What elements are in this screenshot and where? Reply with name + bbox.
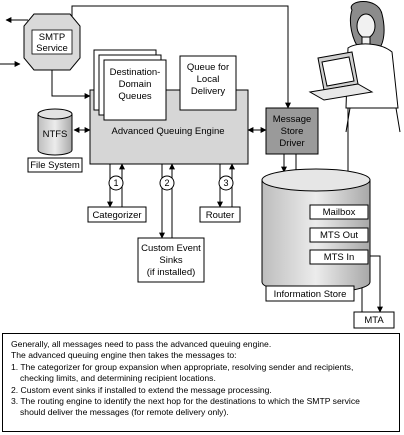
queuing-diagram: SMTP Service NTFS File System Destinatio… — [0, 1, 401, 329]
description-line-2: The advanced queuing engine then takes t… — [11, 350, 237, 361]
ntfs-label: NTFS — [43, 129, 68, 140]
ntfs-store-node: NTFS — [37, 108, 73, 156]
mts-out-box: MTS Out — [309, 227, 369, 243]
event-sinks-label-2: Sinks — [159, 255, 182, 266]
local-delivery-queue: Queue for Local Delivery — [179, 55, 237, 111]
step-1-marker: 1 — [108, 175, 124, 191]
mailbox-box: Mailbox — [309, 204, 369, 220]
mts-in-label: MTS In — [324, 252, 355, 263]
store-driver-label-3: Driver — [279, 138, 304, 149]
categorizer-label: Categorizer — [92, 210, 141, 221]
destination-domain-queues: Destination- Domain Queues — [93, 49, 167, 121]
store-driver-label-1: Message — [273, 114, 312, 125]
smtp-service-label-2: Service — [36, 43, 68, 54]
description-line-1: Generally, all messages need to pass the… — [11, 339, 272, 349]
mailbox-label: Mailbox — [323, 207, 356, 218]
description-panel: Generally, all messages need to pass the… — [2, 333, 400, 432]
categorizer-box: Categorizer — [87, 206, 147, 223]
mts-out-label: MTS Out — [320, 230, 358, 241]
mta-label: MTA — [364, 315, 384, 326]
file-system-box: File System — [27, 157, 83, 173]
event-sinks-label-3: (if installed) — [147, 267, 196, 278]
description-line-6: 3. The routing engine to identify the ne… — [11, 396, 360, 407]
step-3-label: 3 — [223, 178, 228, 188]
step-2-label: 2 — [164, 178, 169, 188]
domain-queues-label-2: Domain — [119, 79, 152, 90]
store-driver-label-2: Store — [281, 126, 304, 137]
smtp-service-node: SMTP Service — [23, 13, 81, 71]
event-sinks-label-1: Custom Event — [141, 243, 201, 254]
user-with-laptop-illustration — [308, 1, 401, 133]
description-line-4: checking limits, and determining recipie… — [20, 373, 216, 384]
information-store-label: Information Store — [274, 289, 347, 300]
domain-queues-label-1: Destination- — [110, 67, 161, 78]
mta-box: MTA — [353, 311, 395, 329]
step-3-marker: 3 — [218, 175, 234, 191]
description-line-7: should deliver the messages (for remote … — [20, 407, 229, 418]
local-queue-label-1: Queue for — [187, 62, 229, 73]
step-2-marker: 2 — [159, 175, 175, 191]
local-queue-label-2: Local — [197, 74, 220, 85]
router-box: Router — [199, 206, 241, 223]
local-queue-label-3: Delivery — [191, 86, 226, 97]
router-label: Router — [206, 210, 235, 221]
step-1-label: 1 — [113, 178, 118, 188]
mts-in-box: MTS In — [309, 249, 369, 265]
smtp-service-label-1: SMTP — [39, 32, 65, 43]
queuing-engine-label: Advanced Queuing Engine — [111, 126, 224, 137]
description-line-5: 2. Custom event sinks if installed to ex… — [11, 384, 272, 395]
file-system-label: File System — [30, 160, 80, 171]
description-line-3: 1. The categorizer for group expansion w… — [11, 361, 354, 372]
message-store-driver-node: Message Store Driver — [265, 107, 319, 155]
information-store-caption-box: Information Store — [265, 285, 355, 302]
domain-queues-label-3: Queues — [118, 91, 152, 102]
custom-event-sinks-box: Custom Event Sinks (if installed) — [137, 237, 205, 283]
